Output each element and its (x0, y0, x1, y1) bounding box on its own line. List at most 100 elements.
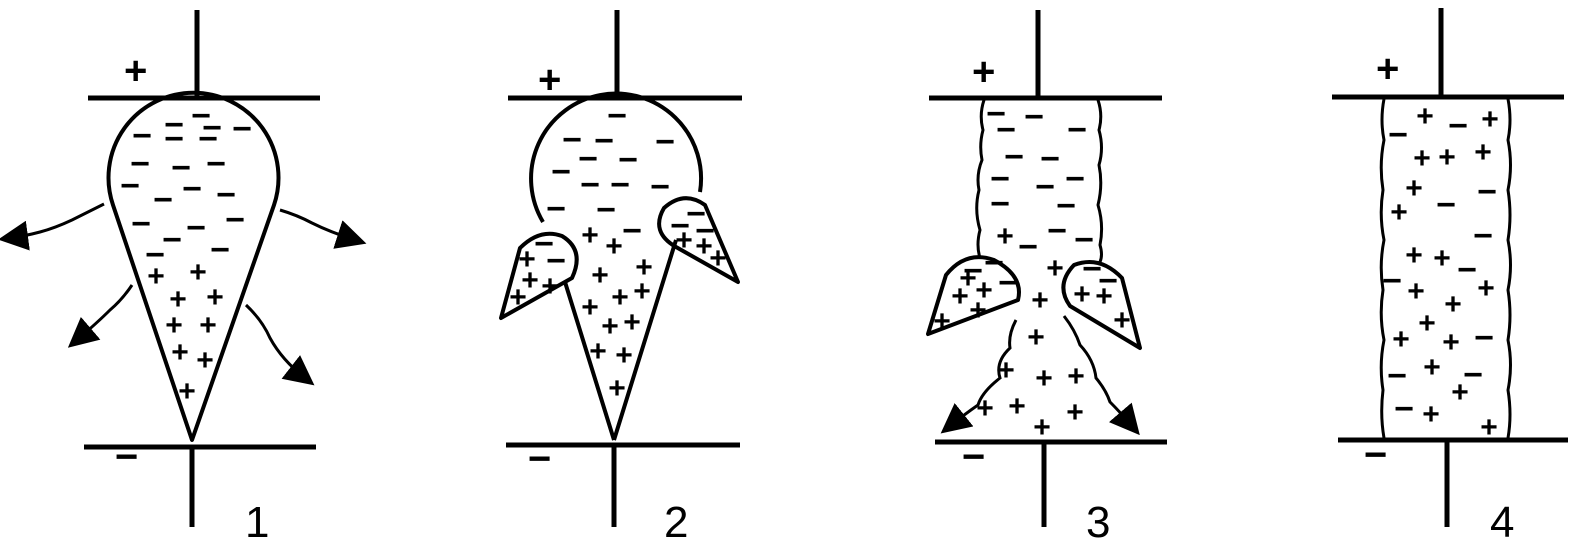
minus-charge: − (562, 121, 582, 159)
stage-2-top-polarity: + (538, 58, 561, 102)
stage-2-right-offshoot (657, 196, 740, 284)
minus-charge: − (650, 168, 670, 206)
plus-charge: + (976, 392, 994, 425)
plus-charge: + (1405, 172, 1423, 205)
plus-charge: + (933, 305, 951, 338)
minus-charge: − (164, 120, 184, 158)
stage-1: + − −−−−−−−−−−−−−−−−−−−−+++++++++ 1 (0, 10, 367, 547)
minus-charge: − (120, 167, 140, 205)
plus-charge: + (196, 344, 214, 377)
minus-charge: − (1074, 221, 1094, 259)
minus-charge: − (1098, 262, 1118, 300)
stage-1-emission-arrow (0, 202, 105, 251)
plus-charge: + (591, 259, 609, 292)
minus-charge: − (607, 97, 627, 135)
stage-3-column-left-edge (975, 99, 986, 259)
plus-charge: + (518, 243, 536, 276)
plus-charge: + (1444, 288, 1462, 321)
stage-2-number: 2 (664, 498, 688, 547)
plus-charge: + (589, 335, 607, 368)
minus-charge: − (186, 209, 206, 247)
minus-charge: − (1436, 186, 1456, 224)
minus-charge: − (996, 111, 1016, 149)
stage-3-left-offshoot (926, 255, 1021, 336)
minus-charge: − (1382, 262, 1402, 300)
plus-charge: + (1481, 103, 1499, 136)
stage-1-number: 1 (245, 498, 269, 547)
minus-charge: − (153, 181, 173, 219)
minus-charge: − (1082, 250, 1102, 288)
plus-charge: + (1418, 307, 1436, 340)
minus-charge: − (998, 264, 1018, 302)
plus-charge: + (1423, 351, 1441, 384)
minus-charge: − (1056, 187, 1076, 225)
minus-charge: − (578, 140, 598, 178)
stage-1-emission-arrow (279, 208, 367, 249)
minus-charge: − (1067, 111, 1087, 149)
minus-charge: − (1477, 173, 1497, 211)
minus-charge: − (1004, 138, 1024, 176)
minus-charge: − (1018, 228, 1038, 266)
plus-charge: + (1027, 321, 1045, 354)
stage-4: + − +−+−++++−+−−++−−++++++−−+−+−++ 4 (1332, 8, 1568, 547)
plus-charge: + (1422, 398, 1440, 431)
plus-charge: + (608, 372, 626, 405)
plus-charge: + (1405, 239, 1423, 272)
stage-3-charges: −−−−−−−−−−−+−−−++++++++++−−−+++++−−+++ (933, 95, 1131, 444)
stage-3-column-right-edge (1096, 99, 1104, 263)
stage-4-column-right-edge (1506, 98, 1512, 439)
stage-4-top-polarity: + (1376, 47, 1399, 91)
plus-charge: + (1031, 284, 1049, 317)
plus-charge: + (1392, 323, 1410, 356)
plus-charge: + (1477, 272, 1495, 305)
stage-2: + − −−−−−−−−−−−−−++++++++++++−−++++−−−++… (499, 10, 742, 547)
minus-charge: − (686, 195, 706, 233)
stage-4-charges: +−+−++++−+−−++−−++++++−−+−+−++ (1382, 100, 1499, 444)
plus-charge: + (521, 264, 539, 297)
stage-1-charges: −−−−−−−−−−−−−−−−−−−−+++++++++ (120, 97, 252, 408)
stage-2-discharge-drop (529, 91, 704, 441)
plus-charge: + (635, 251, 653, 284)
minus-charge: − (232, 110, 252, 148)
minus-charge: − (191, 97, 211, 135)
minus-charge: − (171, 149, 191, 187)
stage-3-branch-left (940, 319, 1018, 434)
plus-charge: + (171, 336, 189, 369)
stage-1-emission-arrow (67, 284, 134, 348)
plus-charge: + (605, 230, 623, 263)
minus-charge: − (1474, 319, 1494, 357)
minus-charge: − (546, 242, 566, 280)
plus-charge: + (1438, 141, 1456, 174)
minus-charge: − (162, 221, 182, 259)
plus-charge: + (165, 309, 183, 342)
plus-charge: + (541, 270, 559, 303)
plus-charge: + (1033, 411, 1051, 444)
minus-charge: − (594, 122, 614, 160)
stage-2-bottom-polarity: − (528, 437, 551, 481)
stage-3: + − −−−−−−−−−−−+−−−++++++++++−−−+++++−−+… (926, 10, 1167, 547)
plus-charge: + (581, 291, 599, 324)
minus-charge: − (695, 212, 715, 250)
minus-charge: − (210, 231, 230, 269)
minus-charge: − (1387, 357, 1407, 395)
plus-charge: + (1095, 280, 1113, 313)
minus-charge: − (610, 166, 630, 204)
plus-charge: + (1066, 396, 1084, 429)
stage-3-right-offshoot (1061, 260, 1142, 350)
minus-charge: − (1047, 212, 1067, 250)
minus-charge: − (986, 95, 1006, 133)
plus-charge: + (1390, 196, 1408, 229)
minus-charge: − (132, 117, 152, 155)
plus-charge: + (951, 280, 969, 313)
plus-charge: + (1474, 136, 1492, 169)
plus-charge: + (206, 281, 224, 314)
minus-charge: − (1473, 217, 1493, 255)
stage-3-number: 3 (1086, 498, 1110, 547)
plus-charge: + (1067, 360, 1085, 393)
minus-charge: − (1065, 160, 1085, 198)
plus-charge: + (611, 281, 629, 314)
plus-charge: + (1113, 304, 1131, 337)
plus-charge: + (1442, 326, 1460, 359)
plus-charge: + (581, 219, 599, 252)
